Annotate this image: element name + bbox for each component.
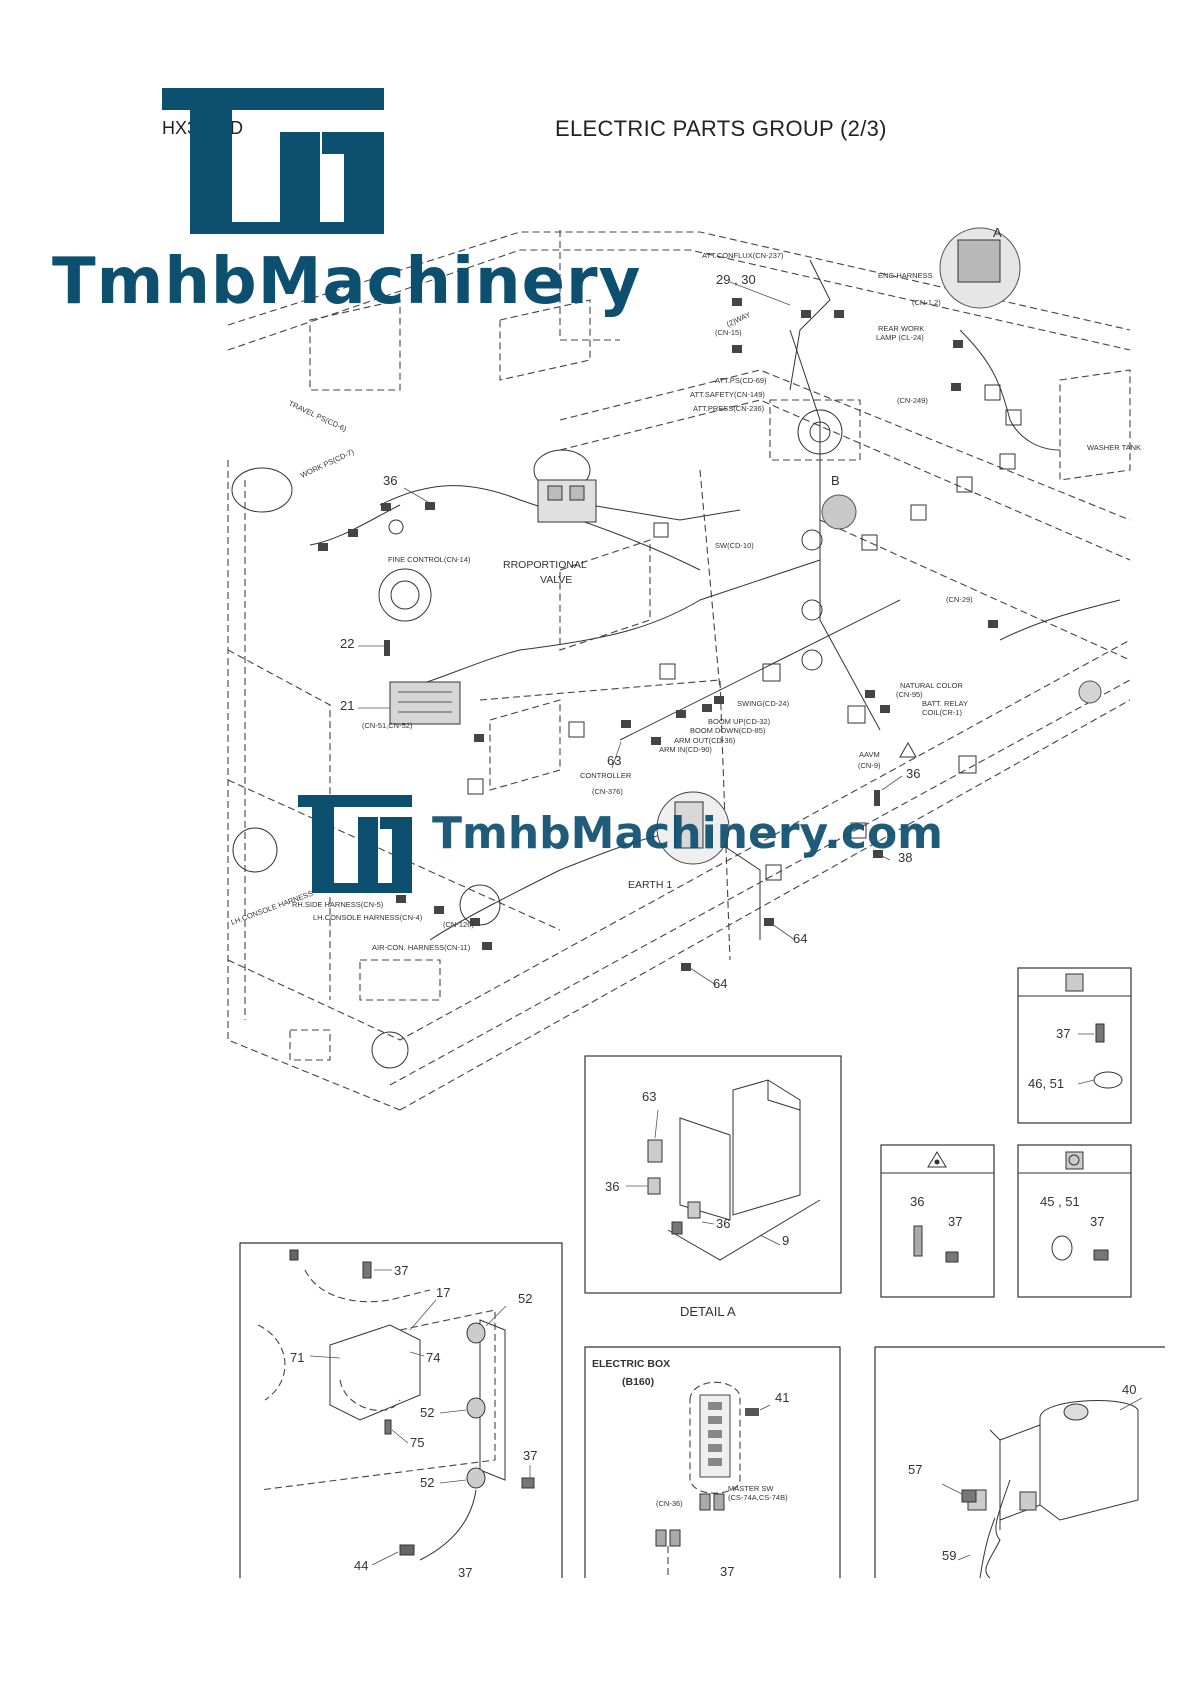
- bl-71: 71: [290, 1350, 304, 1365]
- ebox-master-sw-2: (CS-74A,CS-74B): [728, 1493, 788, 1502]
- label-swing: SW(CD-10): [715, 541, 754, 550]
- label-eng-harness: ENG HARNESS: [878, 271, 933, 280]
- legend-circle-37: 37: [1090, 1214, 1104, 1229]
- label-cn249: (CN-249): [897, 396, 928, 405]
- label-rroportional: RROPORTIONAL: [503, 559, 587, 571]
- callout-64a: 64: [793, 931, 807, 946]
- label-cn12: (CN-1,2): [912, 298, 941, 307]
- legend-triangle-37: 37: [948, 1214, 962, 1229]
- bl-75: 75: [410, 1435, 424, 1450]
- legend-circle-45-51: 45 , 51: [1040, 1194, 1080, 1209]
- detail-a-caption: DETAIL A: [680, 1304, 736, 1319]
- bl-37a: 37: [394, 1263, 408, 1278]
- label-arm-out: ARM OUT(CD-36): [674, 736, 736, 745]
- label-batt-relay-2: COIL(CR-1): [922, 708, 963, 717]
- label-cn29: (CN-29): [946, 595, 973, 604]
- ebox-37: 37: [720, 1564, 734, 1579]
- label-natural-color: NATURAL COLOR: [900, 681, 964, 690]
- bl-44: 44: [354, 1558, 368, 1573]
- label-arm-in: ARM IN(CD-90): [659, 745, 712, 754]
- label-rear-work-1: REAR WORK: [878, 324, 924, 333]
- label-rear-work-2: LAMP (CL-24): [876, 333, 924, 342]
- label-cn126: (CN-126): [443, 920, 474, 929]
- upper-frame-drawing: [227, 227, 1131, 1111]
- ebox-title: ELECTRIC BOX: [592, 1358, 670, 1370]
- ebox-master-sw-1: MASTER SW: [728, 1484, 774, 1493]
- legend-square-37: 37: [1056, 1026, 1070, 1041]
- callout-29-30: 29 , 30: [716, 272, 756, 287]
- label-cn376: (CN-376): [592, 787, 623, 796]
- legend-circle-box: [1017, 1144, 1132, 1298]
- detail-a-36a: 36: [605, 1179, 619, 1194]
- washer-57: 57: [908, 1462, 922, 1477]
- bl-52a: 52: [518, 1291, 532, 1306]
- ebox-41: 41: [775, 1390, 789, 1405]
- ebox-model: (B160): [622, 1376, 654, 1388]
- legend-triangle-box: [880, 1144, 995, 1298]
- detail-a-63: 63: [642, 1089, 656, 1104]
- label-cn95: (CN-95): [896, 690, 923, 699]
- label-earth1: EARTH 1: [628, 879, 672, 891]
- callout-leaders: [358, 281, 903, 986]
- callout-63: 63: [607, 753, 621, 768]
- label-air-con: AIR-CON. HARNESS(CN-11): [372, 943, 471, 952]
- page-title: ELECTRIC PARTS GROUP (2/3): [555, 116, 887, 141]
- callout-64b: 64: [713, 976, 727, 991]
- label-cn51-52: (CN-51,CN-52): [362, 721, 413, 730]
- label-valve: VALVE: [540, 574, 572, 586]
- legend-square-box: [1017, 967, 1132, 1124]
- label-2way: (2)WAY: [725, 310, 752, 329]
- callout-38: 38: [898, 850, 912, 865]
- bl-17: 17: [436, 1285, 450, 1300]
- label-att-conflux: ATT.CONFLUX(CN-237): [702, 251, 784, 260]
- brand-logo-text: TmhbMachinery: [52, 245, 642, 319]
- label-rh-side: RH.SIDE HARNESS(CN-5): [292, 900, 384, 909]
- bl-52b: 52: [420, 1405, 434, 1420]
- callout-36b: 36: [906, 766, 920, 781]
- label-swing-cd24: SWING(CD-24): [737, 699, 790, 708]
- detail-a-36b: 36: [716, 1216, 730, 1231]
- legend-triangle-36: 36: [910, 1194, 924, 1209]
- label-work-ps: WORK PS(CD-7): [299, 447, 356, 480]
- watermark-logo-icon: [298, 795, 412, 893]
- washer-59: 59: [942, 1548, 956, 1563]
- label-point-b: B: [831, 473, 840, 488]
- bottom-left-detail-box: [239, 1242, 563, 1578]
- label-aavm: AAVM: [859, 750, 880, 759]
- label-cn9: (CN-9): [858, 761, 881, 770]
- bl-74: 74: [426, 1350, 440, 1365]
- callout-21: 21: [340, 698, 354, 713]
- legend-square-46-51: 46, 51: [1028, 1076, 1064, 1091]
- label-controller: CONTROLLER: [580, 771, 632, 780]
- label-point-a: A: [993, 225, 1002, 240]
- label-cn15: (CN-15): [715, 328, 742, 337]
- label-att-press: ATT.PRESS(CN-236): [693, 404, 765, 413]
- label-boom-down: BOOM DOWN(CD-85): [690, 726, 766, 735]
- detail-a-9: 9: [782, 1233, 789, 1248]
- ebox-cn36: (CN-36): [656, 1499, 683, 1508]
- washer-40: 40: [1122, 1382, 1136, 1397]
- electric-box-detail: [584, 1346, 841, 1578]
- bl-37c: 37: [458, 1565, 472, 1580]
- label-lh-console: LH.CONSOLE HARNESS(CN-4): [313, 913, 423, 922]
- watermark-text: TmhbMachinery.com: [432, 808, 944, 859]
- bl-37b: 37: [523, 1448, 537, 1463]
- label-batt-relay-1: BATT. RELAY: [922, 699, 968, 708]
- label-travel-ps: TRAVEL PS(CD-6): [287, 399, 348, 434]
- washer-tank-detail: [874, 1346, 1165, 1579]
- detail-a-box: [584, 1055, 842, 1294]
- callout-36a: 36: [383, 473, 397, 488]
- label-fine-control: FINE CONTROL(CN-14): [388, 555, 471, 564]
- label-washer-tank: WASHER TANK: [1087, 443, 1141, 452]
- diagram-labels: RROPORTIONAL VALVE EARTH 1 B A ATT.CONFL…: [230, 225, 1141, 1580]
- label-boom-up: BOOM UP(CD-32): [708, 717, 771, 726]
- bl-52c: 52: [420, 1475, 434, 1490]
- label-att-ps: ATT.PS(CD-69): [715, 376, 767, 385]
- callout-22: 22: [340, 636, 354, 651]
- label-att-safety: ATT.SAFETY(CN-149): [690, 390, 765, 399]
- brand-logo-icon: [162, 88, 384, 234]
